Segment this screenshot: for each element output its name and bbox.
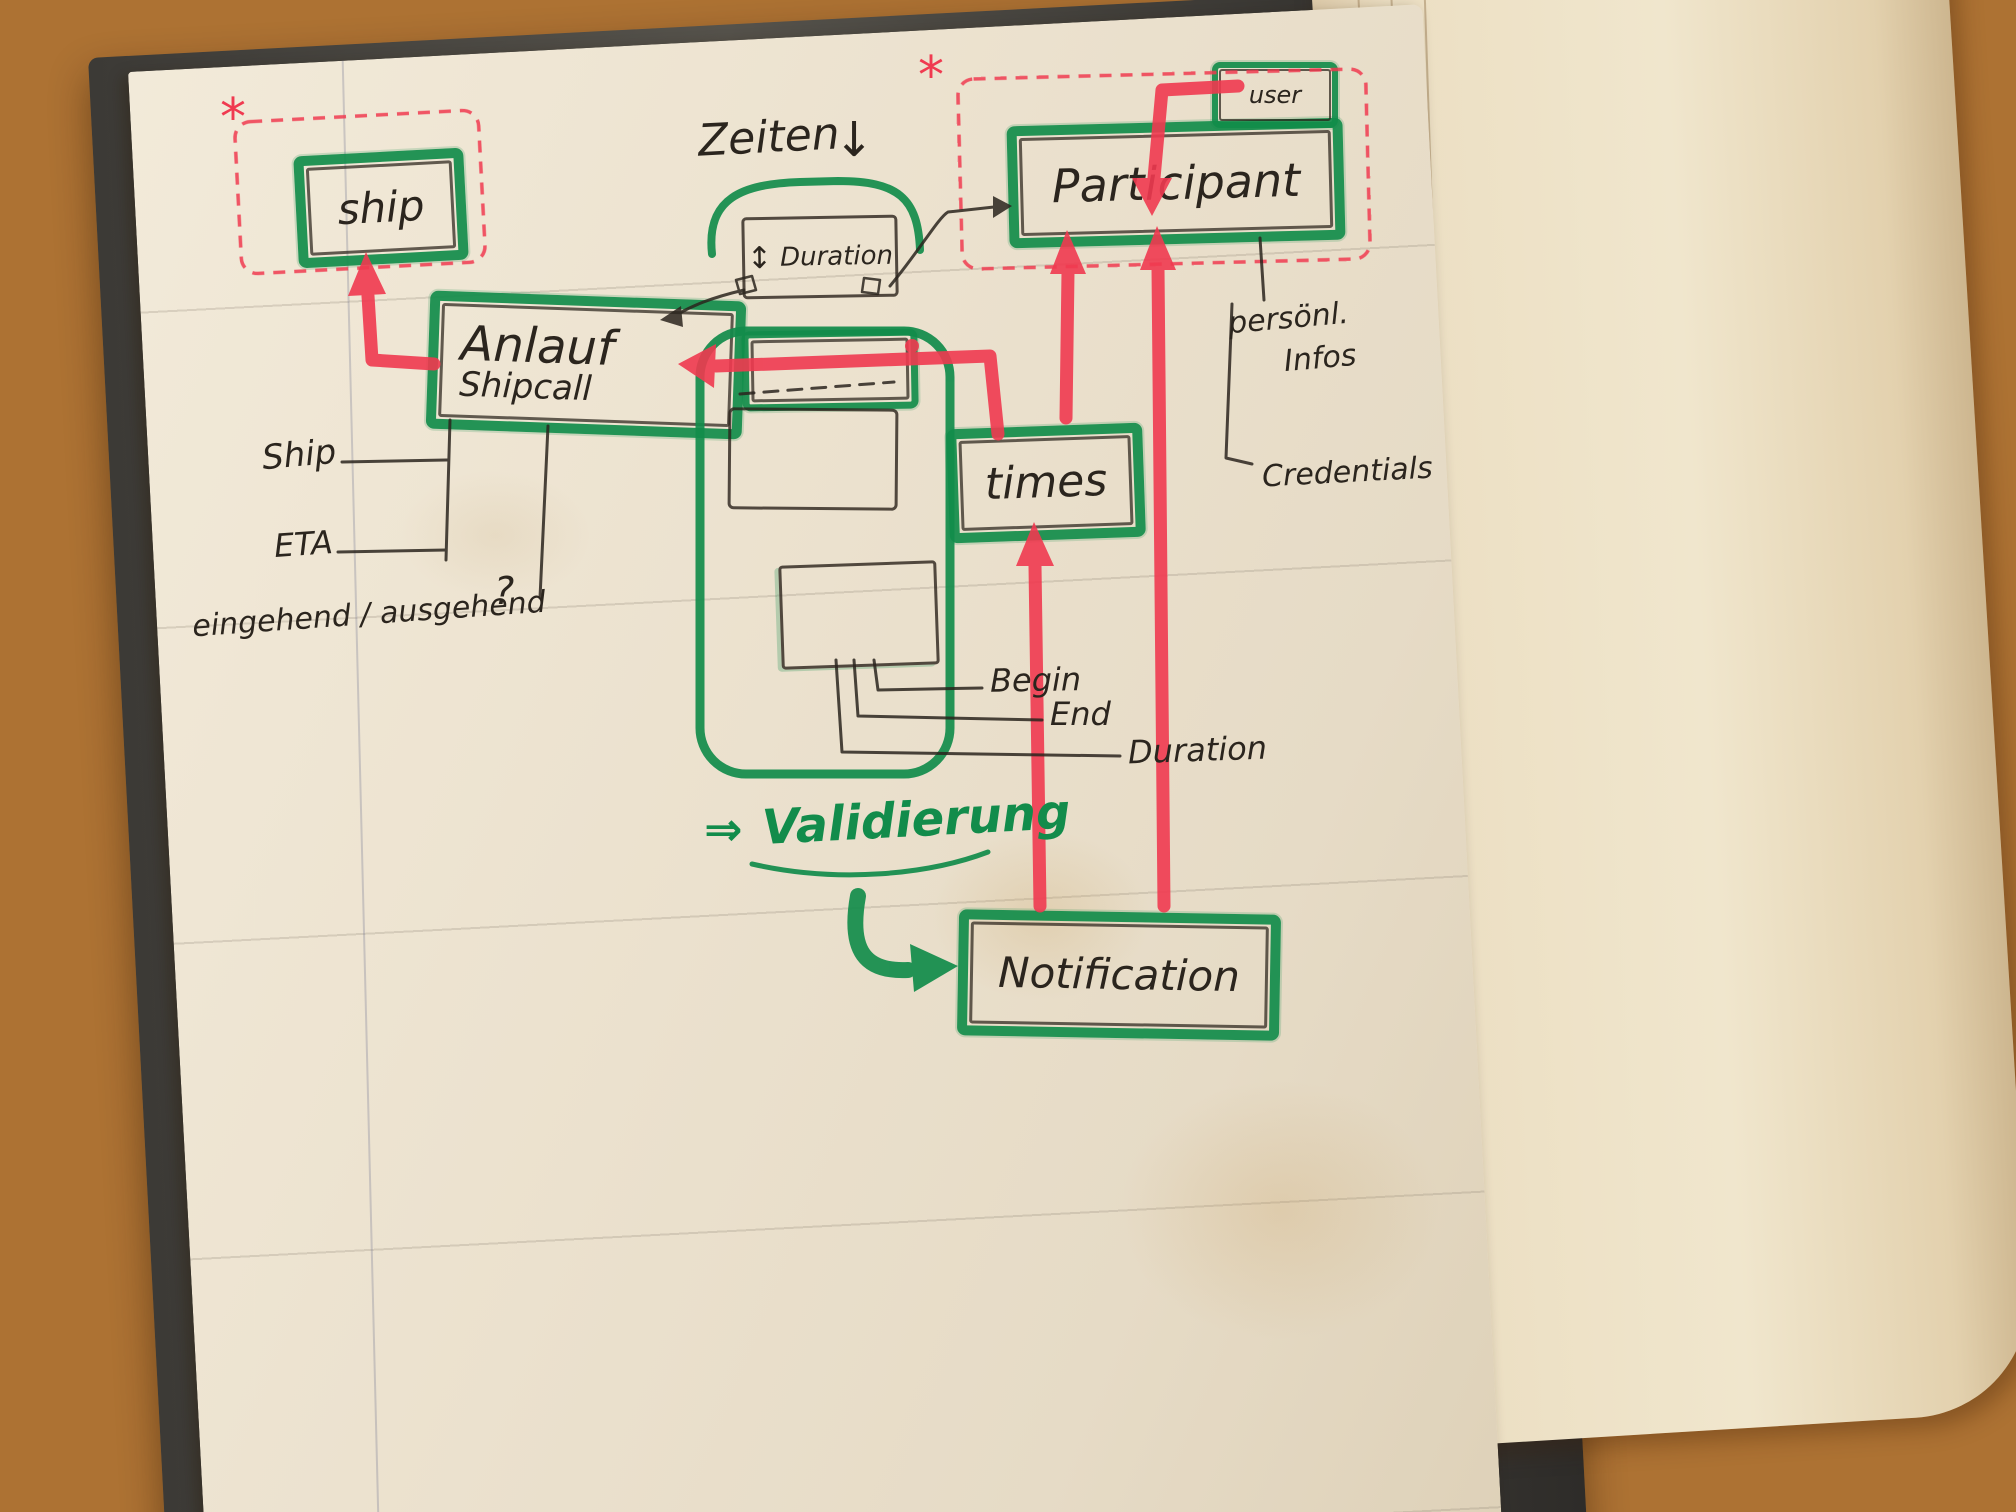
- attribute-credentials: Credentials: [1261, 450, 1434, 495]
- attribute-duration: Duration: [1127, 728, 1268, 772]
- notification-label: Notification: [997, 947, 1241, 1002]
- sketch-box-middle: [727, 407, 899, 511]
- entity-box-anlauf: Anlauf Shipcall: [425, 290, 747, 440]
- implies-arrow-icon: ⇒: [704, 802, 743, 856]
- entity-box-times: times: [946, 422, 1146, 544]
- attribute-infos: Infos: [1282, 337, 1358, 380]
- entity-box-ship: ship: [293, 147, 469, 269]
- ship-label: ship: [336, 180, 426, 235]
- attribute-ship: Ship: [260, 431, 338, 479]
- attribute-begin: Begin: [989, 660, 1082, 700]
- page-margin-line: [341, 60, 383, 1512]
- zeiten-heading: Zeiten: [696, 108, 841, 167]
- attribute-end: End: [1050, 695, 1111, 733]
- participant-label: Participant: [1051, 152, 1301, 214]
- asterisk-mark: *: [220, 88, 246, 148]
- asterisk-mark: *: [918, 46, 944, 106]
- entity-box-notification: Notification: [956, 909, 1282, 1041]
- sketch-box-top: [741, 328, 919, 412]
- entity-box-duration: ↕ Duration: [741, 214, 899, 300]
- updown-arrow-icon: ↕: [746, 240, 773, 276]
- duration-label: Duration: [779, 240, 894, 273]
- entity-box-participant: Participant: [1006, 117, 1346, 249]
- sketch-box-bottom: [778, 560, 940, 670]
- user-label: user: [1248, 81, 1302, 109]
- down-arrow-icon: ↓: [834, 112, 875, 168]
- entity-box-user: user: [1212, 62, 1338, 128]
- attribute-eta: ETA: [272, 522, 334, 566]
- question-mark: ?: [494, 569, 515, 613]
- shipcall-label: Shipcall: [458, 364, 593, 410]
- times-label: times: [983, 454, 1109, 511]
